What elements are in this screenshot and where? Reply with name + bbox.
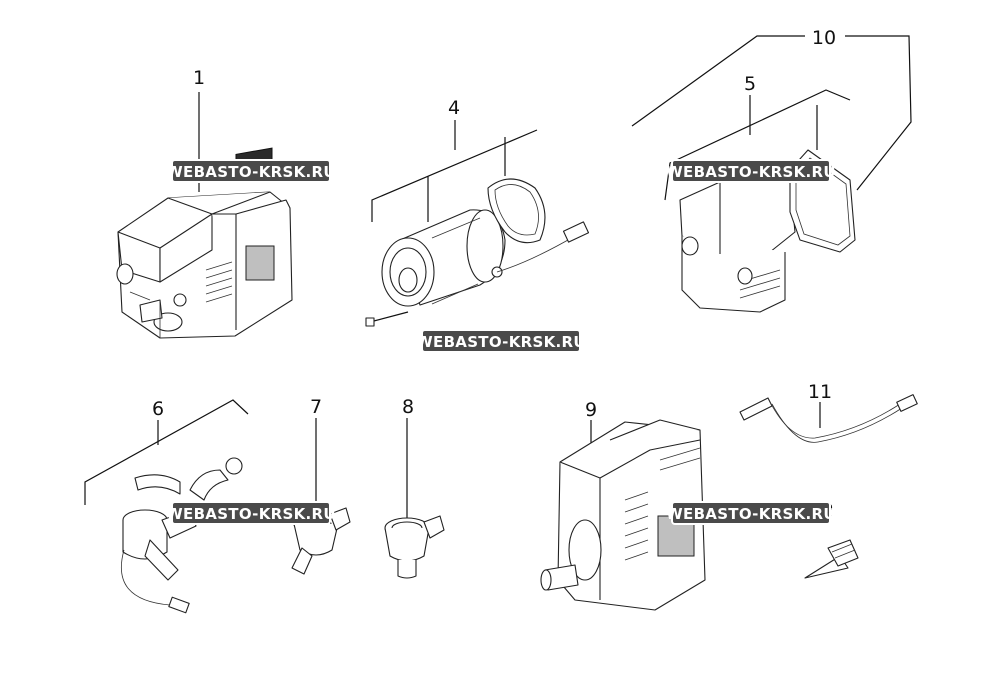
label-7: 7 bbox=[310, 396, 322, 418]
svg-text:WEBASTO-KRSK.RU: WEBASTO-KRSK.RU bbox=[166, 163, 336, 181]
watermark-5: WEBASTO-KRSK.RU bbox=[666, 501, 836, 525]
part-11-cable bbox=[739, 394, 918, 443]
svg-text:WEBASTO-KRSK.RU: WEBASTO-KRSK.RU bbox=[666, 505, 836, 523]
watermark-2: WEBASTO-KRSK.RU bbox=[416, 329, 586, 353]
watermark-4: WEBASTO-KRSK.RU bbox=[166, 501, 336, 525]
label-1: 1 bbox=[193, 67, 205, 89]
part-8-connector bbox=[384, 515, 445, 579]
label-8: 8 bbox=[402, 396, 414, 418]
label-9: 9 bbox=[585, 399, 597, 421]
leader-lines bbox=[84, 35, 912, 518]
part-9-heat-exchanger bbox=[540, 419, 706, 611]
part-6-pump bbox=[120, 457, 243, 614]
label-5: 5 bbox=[744, 73, 756, 95]
part-1-heater bbox=[116, 147, 293, 339]
label-11: 11 bbox=[808, 381, 832, 403]
svg-text:WEBASTO-KRSK.RU: WEBASTO-KRSK.RU bbox=[166, 505, 336, 523]
svg-text:WEBASTO-KRSK.RU: WEBASTO-KRSK.RU bbox=[416, 333, 586, 351]
part-5-housing bbox=[679, 149, 856, 313]
watermarks: WEBASTO-KRSK.RU WEBASTO-KRSK.RU WEBASTO-… bbox=[166, 159, 836, 525]
part-12-sensor bbox=[804, 539, 859, 579]
watermark-1: WEBASTO-KRSK.RU bbox=[166, 159, 336, 183]
watermark-3: WEBASTO-KRSK.RU bbox=[666, 159, 836, 183]
label-10: 10 bbox=[812, 27, 836, 49]
label-6: 6 bbox=[152, 398, 164, 420]
part-4-burner bbox=[365, 178, 590, 327]
label-4: 4 bbox=[448, 97, 460, 119]
svg-text:WEBASTO-KRSK.RU: WEBASTO-KRSK.RU bbox=[666, 163, 836, 181]
